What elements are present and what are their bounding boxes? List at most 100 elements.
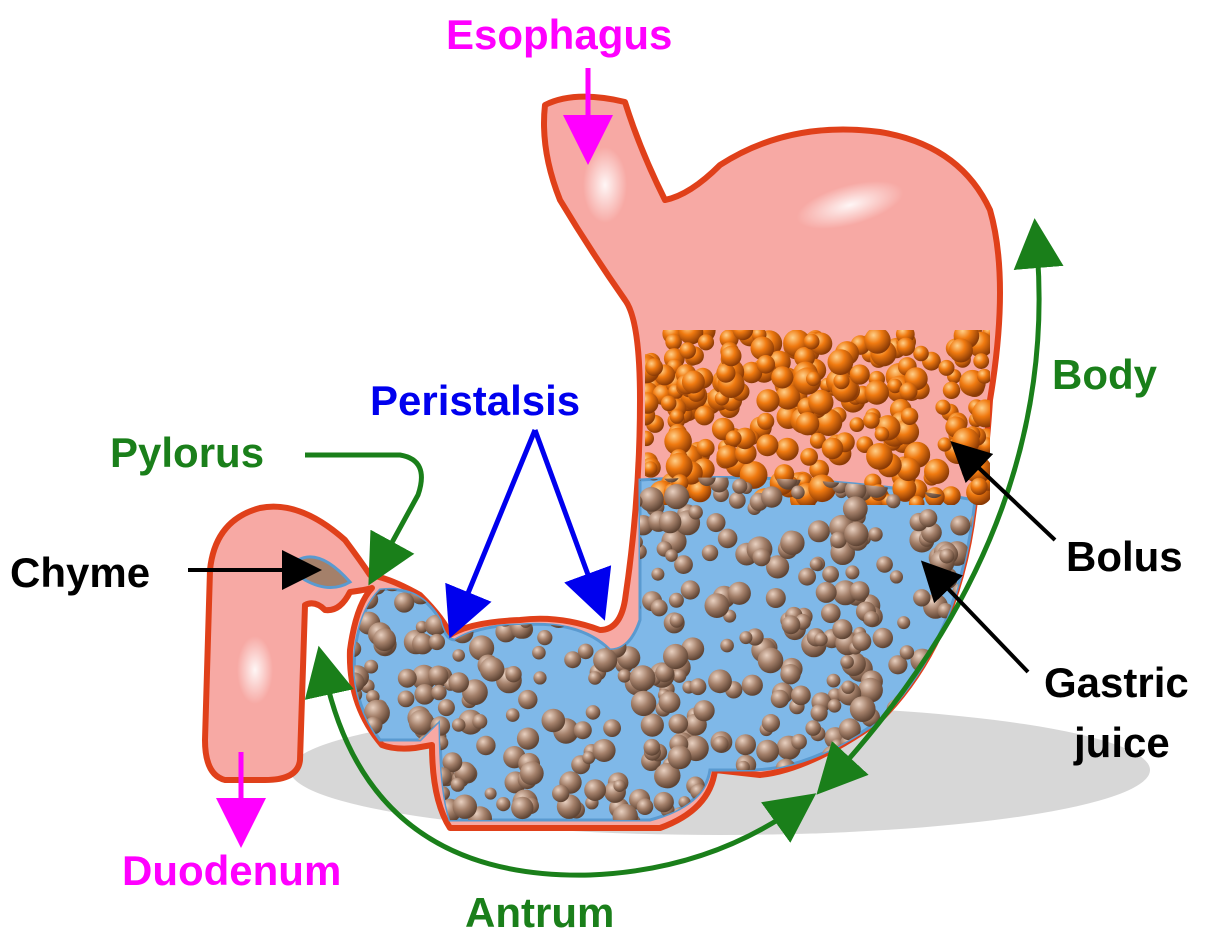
bolus-particle: [901, 408, 918, 425]
chyme-particle: [735, 734, 756, 755]
chyme-particle: [890, 570, 903, 583]
chyme-particle: [361, 470, 387, 496]
bolus-particle: [952, 428, 980, 456]
chyme-particle: [659, 691, 681, 713]
chyme-particle: [513, 594, 532, 613]
chyme-particle: [574, 721, 592, 739]
chyme-particle: [844, 522, 868, 546]
chyme-particle: [422, 523, 445, 546]
chyme-particle: [876, 556, 893, 573]
chyme-particle: [505, 666, 521, 682]
chyme-particle: [411, 519, 425, 533]
chyme-particle: [413, 570, 426, 583]
chyme-particle: [442, 515, 459, 532]
chyme-particle: [517, 728, 539, 750]
chyme-particle: [366, 481, 391, 506]
bolus-particle: [938, 437, 952, 451]
chyme-particle: [391, 502, 406, 517]
bolus-particle: [808, 475, 836, 503]
esophagus-label: Esophagus: [446, 14, 672, 56]
chyme-particle: [936, 641, 954, 659]
chyme-particle: [448, 672, 469, 693]
chyme-particle: [564, 651, 581, 668]
chyme-particle: [945, 696, 963, 714]
chyme-particle: [355, 805, 373, 823]
chyme-particle: [922, 691, 945, 714]
chyme-particle: [689, 505, 703, 519]
bolus-particle: [721, 346, 742, 367]
chyme-particle: [864, 611, 879, 626]
chyme-particle: [729, 492, 746, 509]
chyme-particle: [665, 549, 678, 562]
chyme-particle: [805, 720, 821, 736]
chyme-particle: [511, 797, 533, 819]
chyme-particle: [939, 549, 954, 564]
chyme-particle: [762, 714, 780, 732]
chyme-particle: [445, 497, 460, 512]
chyme-particle: [950, 516, 970, 536]
chyme-particle: [897, 616, 910, 629]
bolus-particle: [943, 382, 960, 399]
bolus-particle: [716, 364, 735, 383]
chyme-particle: [843, 496, 868, 521]
chyme-particle: [507, 524, 532, 549]
chyme-particle: [705, 593, 730, 618]
chyme-particle: [873, 628, 893, 648]
chyme-particle: [518, 690, 537, 709]
duodenum-label: Duodenum: [122, 850, 341, 892]
chyme-particle: [962, 628, 974, 640]
chyme-particle: [822, 566, 839, 583]
bolus-particle: [949, 339, 973, 363]
chyme-particle: [504, 553, 530, 579]
chyme-particle: [506, 708, 520, 722]
chyme-particle: [359, 527, 376, 544]
peristalsis-label: Peristalsis: [370, 380, 580, 422]
bolus-particle: [973, 353, 989, 369]
bolus-particle: [875, 427, 890, 442]
chyme-particle: [845, 565, 859, 579]
chyme-particle: [791, 734, 807, 750]
chyme-particle: [593, 648, 617, 672]
chyme-particle: [852, 632, 871, 651]
bolus-particle: [939, 360, 955, 376]
bolus-particle: [645, 358, 663, 376]
bolus-particle: [756, 389, 779, 412]
chyme-particle: [432, 524, 455, 547]
chyme-particle: [485, 788, 497, 800]
bolus-particle: [924, 459, 949, 484]
bolus-particle: [665, 334, 682, 351]
bolus-particle: [913, 346, 929, 362]
chyme-particle: [816, 582, 837, 603]
chyme-particle: [637, 798, 654, 815]
chyme-particle: [537, 630, 552, 645]
bolus-particle: [756, 434, 778, 456]
chyme-particle: [481, 504, 497, 520]
chyme-particle: [452, 718, 466, 732]
chyme-particle: [532, 646, 546, 660]
chyme-particle: [668, 746, 692, 770]
chyme-particle: [828, 699, 842, 713]
chyme-particle: [663, 644, 688, 669]
chyme-particle: [761, 486, 782, 507]
chyme-particle: [850, 581, 870, 601]
bolus-particle: [828, 349, 854, 375]
chyme-particle: [373, 628, 396, 651]
bolus-particle: [643, 461, 657, 475]
chyme-particle: [394, 592, 414, 612]
chyme-label: Chyme: [10, 552, 150, 594]
chyme-particle: [458, 483, 479, 504]
chyme-particle: [377, 477, 396, 496]
bolus-particle: [866, 443, 893, 470]
chyme-particle: [364, 660, 378, 674]
chyme-particle: [367, 501, 392, 526]
bolus-particle: [897, 338, 915, 356]
chyme-particle: [956, 660, 972, 676]
chyme-particle: [520, 496, 544, 520]
bolus-particle: [935, 400, 950, 415]
bolus-particle: [863, 412, 880, 429]
chyme-particle: [424, 532, 442, 550]
bolus-particle: [806, 372, 821, 387]
pylorus-label: Pylorus: [110, 432, 264, 474]
chyme-particle: [651, 599, 668, 616]
chyme-particle: [485, 581, 500, 596]
